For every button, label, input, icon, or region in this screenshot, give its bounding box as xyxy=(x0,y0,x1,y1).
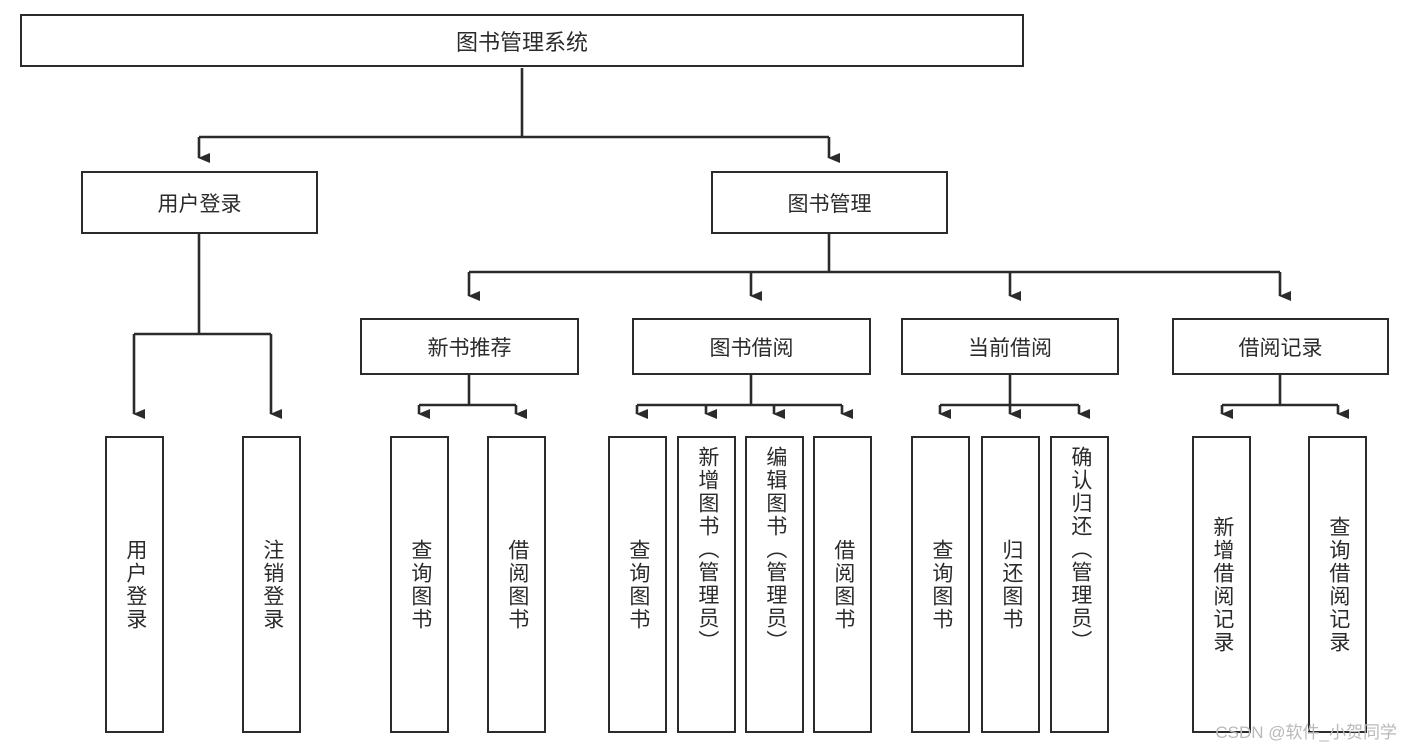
leaf-label: 新增图书（管理员） xyxy=(695,446,719,653)
leaf-label: 确认归还（管理员） xyxy=(1068,446,1092,653)
node-book-management[interactable]: 图书管理 xyxy=(711,171,948,234)
node-user-login-label: 用户登录 xyxy=(157,192,242,216)
leaf-current-borrow-query-book[interactable]: 查询图书 xyxy=(911,436,970,733)
leaf-new-book-query-book[interactable]: 查询图书 xyxy=(390,436,449,733)
leaf-label: 查询借阅记录 xyxy=(1326,515,1350,654)
leaf-label: 查询图书 xyxy=(408,538,432,631)
node-borrow-record[interactable]: 借阅记录 xyxy=(1172,318,1389,375)
leaf-user-login-login[interactable]: 用户登录 xyxy=(105,436,164,733)
node-new-book-recommend[interactable]: 新书推荐 xyxy=(360,318,579,375)
leaf-label: 新增借阅记录 xyxy=(1210,515,1234,654)
leaf-new-book-borrow-book[interactable]: 借阅图书 xyxy=(487,436,546,733)
node-user-login[interactable]: 用户登录 xyxy=(81,171,318,234)
leaf-label: 借阅图书 xyxy=(505,538,529,631)
leaf-user-login-logout[interactable]: 注销登录 xyxy=(242,436,301,733)
leaf-book-borrow-borrow-book[interactable]: 借阅图书 xyxy=(813,436,872,733)
leaf-label: 注销登录 xyxy=(260,538,284,631)
node-borrow-record-label: 借阅记录 xyxy=(1238,336,1323,360)
node-book-borrow[interactable]: 图书借阅 xyxy=(632,318,871,375)
leaf-label: 查询图书 xyxy=(626,538,650,631)
leaf-book-borrow-edit-book-admin[interactable]: 编辑图书（管理员） xyxy=(745,436,804,733)
node-root[interactable]: 图书管理系统 xyxy=(20,14,1024,67)
node-current-borrow-label: 当前借阅 xyxy=(968,336,1052,360)
leaf-label: 编辑图书（管理员） xyxy=(763,446,787,653)
leaf-borrow-record-add-record[interactable]: 新增借阅记录 xyxy=(1192,436,1251,733)
leaf-current-borrow-return-book[interactable]: 归还图书 xyxy=(981,436,1040,733)
node-root-label: 图书管理系统 xyxy=(455,29,588,55)
leaf-book-borrow-query-book[interactable]: 查询图书 xyxy=(608,436,667,733)
leaf-label: 归还图书 xyxy=(999,538,1023,631)
node-new-book-recommend-label: 新书推荐 xyxy=(427,336,512,360)
leaf-borrow-record-query-record[interactable]: 查询借阅记录 xyxy=(1308,436,1367,733)
leaf-label: 借阅图书 xyxy=(831,538,855,631)
watermark: CSDN @软件_小贺同学 xyxy=(1215,723,1397,742)
leaf-current-borrow-confirm-return-admin[interactable]: 确认归还（管理员） xyxy=(1050,436,1109,733)
leaf-label: 用户登录 xyxy=(123,538,147,631)
node-current-borrow[interactable]: 当前借阅 xyxy=(901,318,1119,375)
leaf-book-borrow-add-book-admin[interactable]: 新增图书（管理员） xyxy=(677,436,736,733)
leaf-label: 查询图书 xyxy=(929,538,953,631)
node-book-borrow-label: 图书借阅 xyxy=(709,336,794,360)
node-book-management-label: 图书管理 xyxy=(787,192,872,216)
